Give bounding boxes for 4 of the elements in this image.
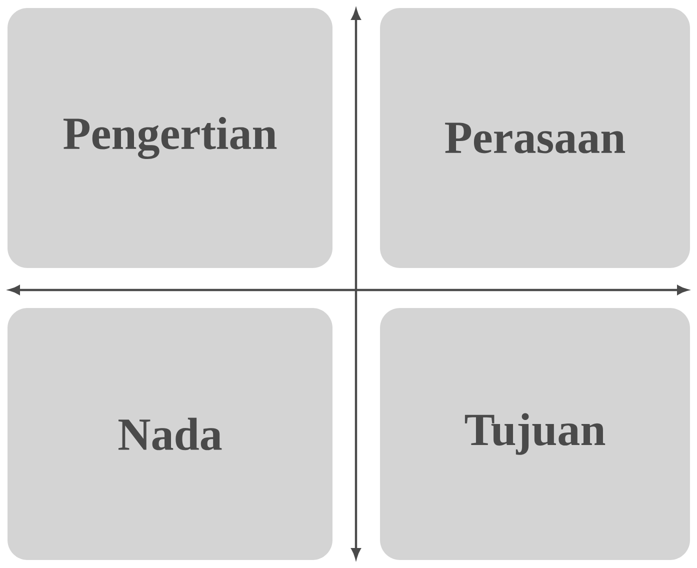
quadrant-box: Nada — [8, 308, 332, 560]
quadrant-box: Perasaan — [380, 8, 690, 268]
quadrant-box: Pengertian — [8, 8, 332, 268]
quadrant-box: Tujuan — [380, 308, 690, 560]
